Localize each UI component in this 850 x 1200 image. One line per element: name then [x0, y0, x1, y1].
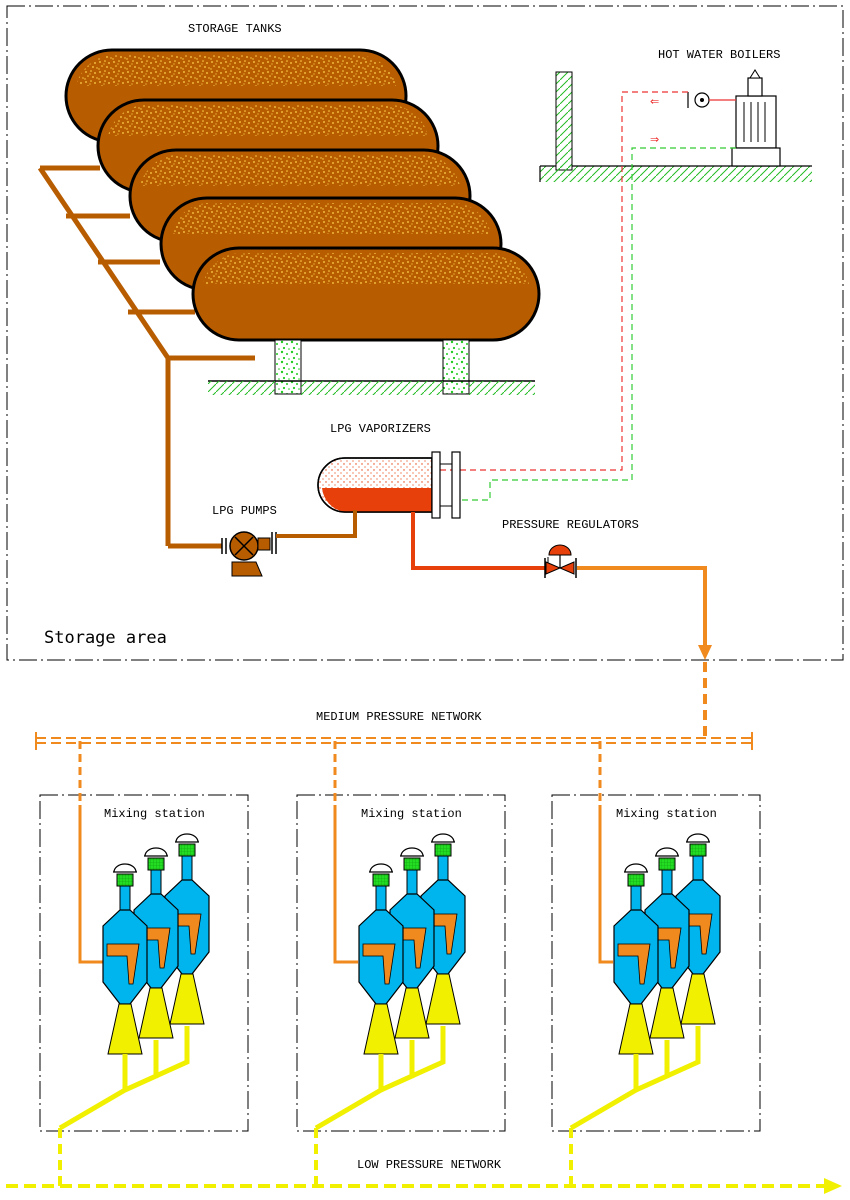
tank-supports: [208, 339, 535, 395]
circulation-pump: [687, 92, 736, 108]
lpg-vaporizers-label: LPG VAPORIZERS: [330, 422, 431, 436]
low-pressure-network: LOW PRESSURE NETWORK: [6, 1128, 842, 1194]
hot-water-boilers-label: HOT WATER BOILERS: [658, 48, 780, 62]
storage-tank: [191, 246, 541, 342]
storage-area-boundary: [6, 5, 844, 661]
mixer-yellow-outlet: [314, 1026, 446, 1131]
hot-water-return-line: [462, 147, 736, 501]
lpg-pumps-label: LPG PUMPS: [212, 504, 277, 518]
mixer-yellow-outlet: [58, 1026, 190, 1131]
hot-water-supply-line: [345, 91, 688, 471]
tank-pipe-manifold: [37, 165, 255, 549]
mixing-station-label: Mixing station: [361, 807, 462, 821]
low-pressure-network-label: LOW PRESSURE NETWORK: [357, 1158, 502, 1172]
return-flow-arrow: ⇒: [650, 133, 659, 146]
low-pressure-arrow-head: [824, 1178, 842, 1194]
hot-water-boilers: HOT WATER BOILERS ⇐ ⇒: [539, 48, 812, 182]
mixing-station: Mixing station: [296, 741, 506, 1132]
pressure-regulator: PRESSURE REGULATORS: [411, 512, 712, 660]
mixer-yellow-outlet: [569, 1026, 701, 1131]
hot-water-lines: [345, 91, 736, 501]
mixer-unit: [102, 863, 148, 1055]
hot-flow-arrow: ⇐: [650, 95, 659, 108]
lpg-vaporizer: LPG VAPORIZERS: [317, 422, 461, 519]
boiler: [731, 69, 781, 167]
lpg-pump: LPG PUMPS: [212, 504, 357, 577]
mixing-station: Mixing station: [39, 741, 249, 1132]
mixing-station-label: Mixing station: [104, 807, 205, 821]
mixer-unit: [613, 863, 659, 1055]
storage-area-label: Storage area: [44, 628, 167, 648]
pressure-regulators-label: PRESSURE REGULATORS: [502, 518, 639, 532]
mixer-unit: [358, 863, 404, 1055]
mixing-station: Mixing station: [551, 741, 761, 1132]
mixing-station-label: Mixing station: [616, 807, 717, 821]
storage-tanks-label: STORAGE TANKS: [188, 22, 282, 36]
medium-pressure-network: MEDIUM PRESSURE NETWORK: [35, 662, 753, 750]
storage-tanks: STORAGE TANKS: [37, 22, 541, 549]
medium-pressure-network-label: MEDIUM PRESSURE NETWORK: [316, 710, 482, 724]
